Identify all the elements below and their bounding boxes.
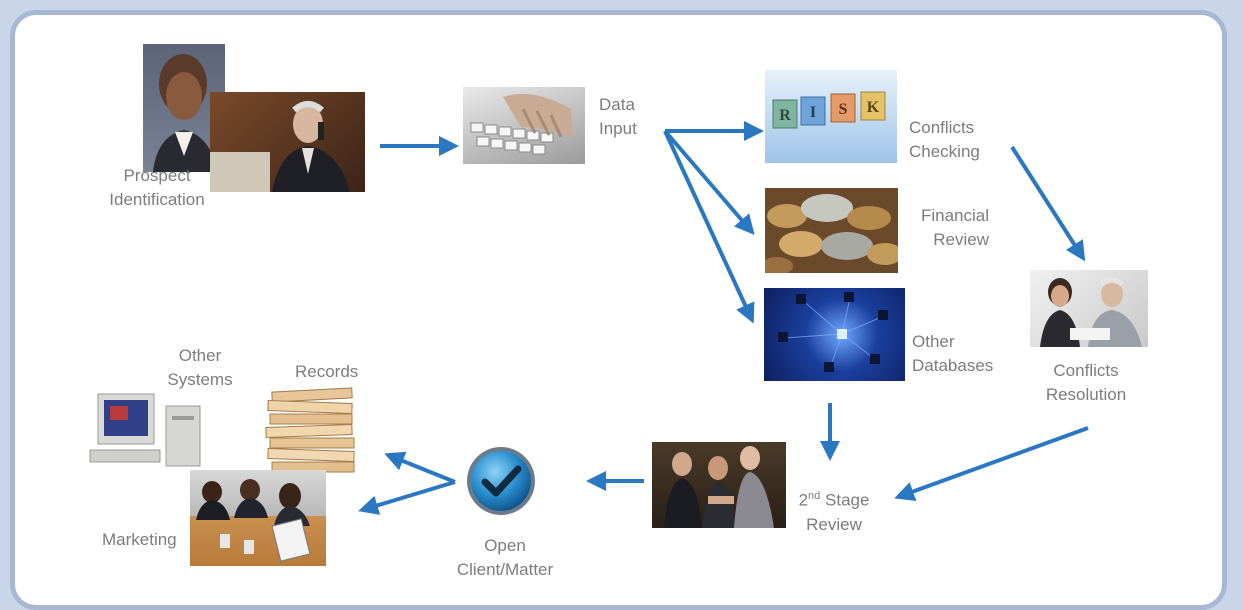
label-line: Data: [599, 95, 635, 114]
label-line: Other: [178, 346, 222, 365]
label-line: Other: [912, 332, 955, 351]
label-line: 2nd Stage: [788, 484, 880, 513]
label-line: Client/Matter: [456, 560, 554, 579]
label-financial-review: Financial Review: [909, 204, 989, 252]
block-letter: I: [810, 104, 816, 121]
block-letter: R: [779, 107, 791, 124]
label-marketing: Marketing: [102, 530, 177, 549]
prospect-woman-photo: [143, 44, 225, 172]
label-line: Review: [933, 230, 989, 249]
network-databases-photo: [764, 288, 905, 381]
label-line: Open: [484, 536, 526, 555]
label-line: Prospect: [123, 166, 191, 185]
marketing-meeting-photo: [190, 470, 326, 566]
label-line: Databases: [912, 356, 994, 375]
meeting-resolution-photo: [1030, 270, 1148, 347]
coins-photo: [765, 188, 898, 273]
ordinal-number: 2: [798, 490, 809, 510]
arrow-open-to-records: [384, 451, 456, 484]
label-line: Checking: [909, 142, 980, 161]
checkmark-icon: [465, 445, 537, 517]
arrow-input-to-databases: [663, 130, 755, 324]
label-line: Conflicts: [1053, 361, 1119, 380]
label-conflicts-resolution: Conflicts Resolution: [1022, 359, 1150, 407]
label-line: Systems: [167, 370, 233, 389]
label-line: Financial: [920, 206, 989, 225]
arrow-input-to-financial: [663, 129, 755, 236]
label-records: Records: [295, 362, 359, 381]
keyboard-typing-photo: [463, 87, 585, 164]
ordinal-suffix: nd: [808, 490, 821, 502]
label-conflicts-checking: Conflicts Checking: [909, 116, 980, 164]
label-line: Conflicts: [909, 118, 975, 137]
label-second-stage-review: 2nd Stage Review: [788, 484, 880, 537]
risk-blocks-photo: R I S K: [765, 70, 897, 163]
label-prospect-identification: Prospect Identification: [92, 164, 222, 212]
handshake-photo: [652, 442, 786, 528]
label-other-databases: Other Databases: [912, 330, 993, 378]
label-line: Input: [599, 119, 637, 138]
label-text: Stage: [820, 490, 870, 510]
computer-systems-photo: [88, 390, 206, 476]
block-letter: K: [867, 99, 880, 116]
label-line: Identification: [109, 190, 205, 209]
label-open-client-matter: Open Client/Matter: [445, 534, 565, 582]
arrow-resolution-to-second-stage: [894, 426, 1089, 501]
records-folders-photo: [258, 382, 360, 480]
label-data-input: Data Input: [599, 93, 637, 141]
block-letter: S: [839, 101, 848, 118]
label-line: Review: [806, 514, 862, 534]
arrow-open-to-marketing: [358, 480, 456, 515]
prospect-man-phone-photo: [210, 92, 365, 192]
label-other-systems: Other Systems: [160, 344, 240, 392]
label-line: Resolution: [1045, 385, 1127, 404]
arrow-conflicts-to-resolution: [1010, 145, 1086, 262]
